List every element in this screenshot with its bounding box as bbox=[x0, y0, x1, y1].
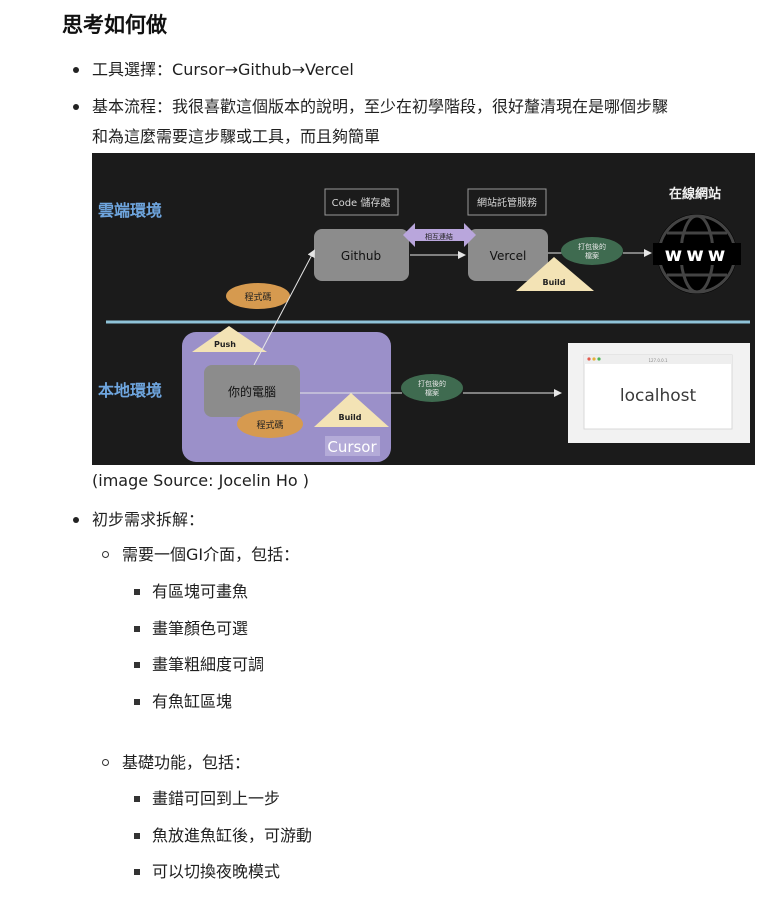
sub-bullet-circle bbox=[102, 759, 109, 766]
packaged-local-line2: 檔案 bbox=[425, 388, 439, 397]
packaged-file-local bbox=[401, 374, 463, 402]
cursor-label-bg bbox=[325, 436, 380, 456]
github-label: Github bbox=[341, 249, 381, 263]
push-label: Push bbox=[214, 340, 236, 349]
push-arrow bbox=[253, 249, 315, 366]
link-label: 相互連結 bbox=[425, 232, 453, 241]
cursor-label: Cursor bbox=[327, 438, 377, 456]
gui-item: 畫筆粗細度可調 bbox=[152, 655, 265, 674]
bullet-dot bbox=[73, 517, 79, 523]
bullet-dot bbox=[73, 104, 79, 110]
basic-item: 可以切換夜晚模式 bbox=[152, 862, 281, 881]
square-bullet bbox=[134, 662, 140, 668]
code-pill-cloud-label: 程式碼 bbox=[244, 291, 271, 303]
my-computer-box bbox=[204, 365, 300, 417]
local-env-label: 本地環境 bbox=[98, 381, 162, 400]
vercel-box bbox=[468, 229, 548, 281]
image-caption: (image Source: Jocelin Ho ) bbox=[92, 471, 310, 490]
workflow-diagram: 雲端環境 Code 儲存處 網站託管服務 Github Vercel 相互連結 … bbox=[92, 153, 755, 465]
square-bullet bbox=[134, 699, 140, 705]
window-dot-yellow bbox=[592, 357, 596, 361]
localhost-page bbox=[583, 354, 733, 430]
window-dot-red bbox=[587, 357, 591, 361]
basic-item: 魚放進魚缸後，可游動 bbox=[152, 826, 313, 845]
www-label: www bbox=[665, 244, 730, 266]
code-repo-label: Code 儲存處 bbox=[332, 196, 391, 209]
build-local-label: Build bbox=[338, 413, 361, 422]
tools-bullet: 工具選擇：Cursor→Github→Vercel bbox=[92, 57, 354, 83]
tools-value: Cursor→Github→Vercel bbox=[172, 60, 354, 79]
gui-title: 需要一個GI介面，包括： bbox=[122, 545, 300, 564]
link-double-arrow bbox=[403, 223, 476, 247]
code-pill-local-label: 程式碼 bbox=[256, 419, 283, 431]
flow-line-2: 和為這麼需要這步驟或工具，而且夠簡單 bbox=[92, 127, 381, 146]
online-site-label: 在線網站 bbox=[669, 186, 721, 202]
build-triangle-local bbox=[314, 393, 389, 427]
code-pill-local bbox=[237, 410, 303, 438]
packaged-file-cloud bbox=[561, 237, 623, 265]
build-cloud-label: Build bbox=[542, 278, 565, 287]
section-heading: 思考如何做 bbox=[62, 13, 167, 37]
mini-browser-bar bbox=[584, 355, 732, 364]
gui-item: 有魚缸區塊 bbox=[152, 692, 233, 711]
code-pill-cloud bbox=[226, 283, 290, 309]
square-bullet bbox=[134, 833, 140, 839]
gui-item: 有區塊可畫魚 bbox=[152, 582, 249, 601]
bullet-dot bbox=[73, 67, 79, 73]
basic-title: 基礎功能，包括： bbox=[122, 753, 251, 772]
vercel-label: Vercel bbox=[490, 249, 527, 263]
sub-bullet-circle bbox=[102, 551, 109, 558]
hosting-label: 網站託管服務 bbox=[477, 196, 537, 209]
flow-line-1: 基本流程：我很喜歡這個版本的說明，至少在初學階段，很好釐清現在是哪個步驟 bbox=[92, 97, 669, 116]
square-bullet bbox=[134, 589, 140, 595]
code-repo-box bbox=[324, 188, 399, 216]
localhost-label: localhost bbox=[620, 386, 697, 406]
tools-label: 工具選擇： bbox=[92, 60, 173, 79]
build-triangle-cloud bbox=[516, 257, 594, 291]
mini-tab-label: 127.0.0.1 bbox=[648, 358, 668, 363]
basic-item: 畫錯可回到上一步 bbox=[152, 789, 281, 808]
requirements-bullet: 初步需求拆解： bbox=[92, 510, 205, 529]
square-bullet bbox=[134, 796, 140, 802]
cloud-env-label: 雲端環境 bbox=[98, 201, 162, 220]
my-computer-label: 你的電腦 bbox=[228, 384, 276, 399]
www-band bbox=[653, 243, 741, 265]
square-bullet bbox=[134, 626, 140, 632]
square-bullet bbox=[134, 869, 140, 875]
packaged-cloud-line1: 打包後的 bbox=[578, 242, 606, 251]
packaged-cloud-line2: 檔案 bbox=[585, 251, 599, 260]
push-triangle bbox=[192, 326, 267, 352]
packaged-local-line1: 打包後的 bbox=[418, 379, 446, 388]
window-dot-green bbox=[597, 357, 601, 361]
gui-item: 畫筆顏色可選 bbox=[152, 619, 249, 638]
github-box bbox=[314, 229, 409, 281]
hosting-box bbox=[467, 188, 547, 216]
